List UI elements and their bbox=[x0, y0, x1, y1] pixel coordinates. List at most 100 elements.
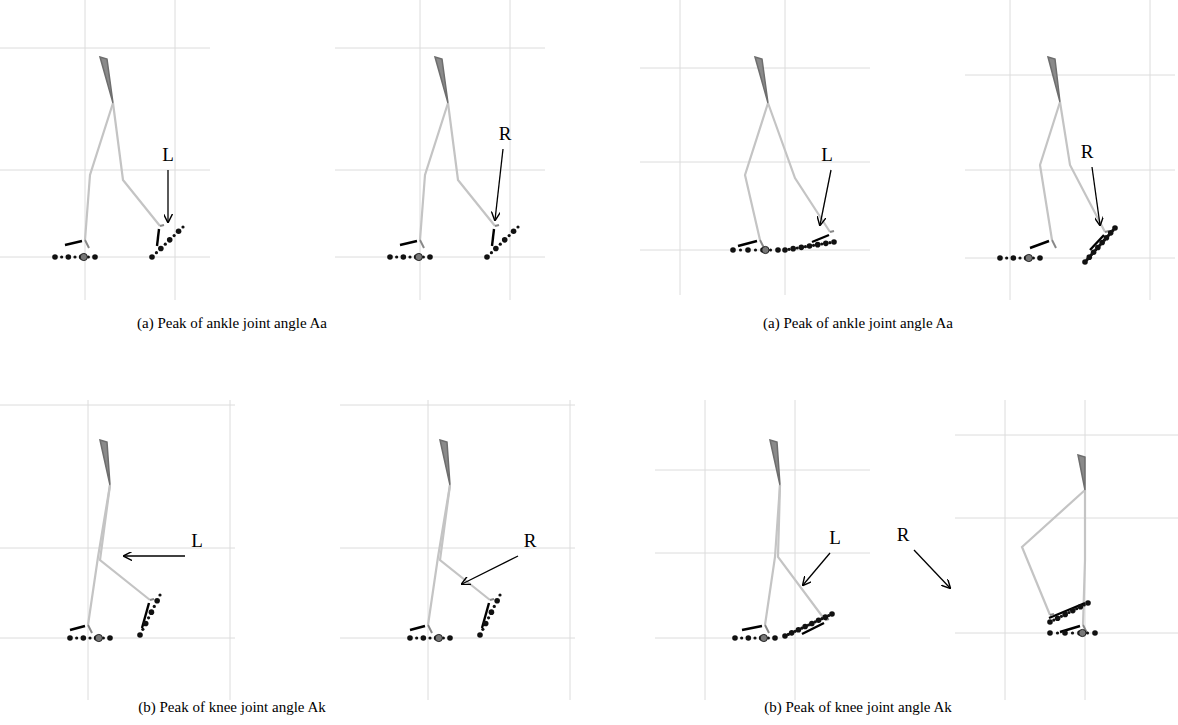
marker-dot bbox=[143, 621, 149, 627]
marker-dot bbox=[772, 635, 778, 641]
marker-dot bbox=[796, 246, 799, 249]
foot-segment bbox=[400, 241, 417, 245]
grid-line bbox=[335, 170, 545, 171]
trunk-segment bbox=[100, 57, 113, 103]
leg-segment bbox=[448, 103, 495, 226]
shank-end bbox=[765, 625, 769, 633]
marker-dot bbox=[732, 635, 738, 641]
shank-end bbox=[1050, 614, 1054, 615]
marker-dot bbox=[52, 254, 58, 260]
grid-line bbox=[955, 435, 1178, 436]
marker-dot bbox=[484, 254, 490, 260]
foot-segment bbox=[492, 229, 494, 246]
shank-end bbox=[420, 240, 424, 248]
leader-arrow bbox=[803, 553, 830, 585]
marker-dot bbox=[487, 616, 490, 619]
marker-dot bbox=[149, 254, 155, 260]
foot-segment bbox=[742, 626, 762, 630]
grid-line bbox=[955, 518, 1178, 519]
marker-dot bbox=[494, 598, 500, 604]
marker-dot bbox=[407, 635, 413, 641]
grid-line bbox=[335, 257, 545, 258]
side-label: L bbox=[829, 527, 841, 549]
leg-segment bbox=[778, 485, 825, 620]
trunk-segment bbox=[755, 57, 768, 103]
marker-dot bbox=[498, 593, 501, 596]
marker-dot bbox=[499, 243, 502, 246]
marker-dot bbox=[477, 632, 483, 638]
marker-dot bbox=[81, 635, 87, 641]
marker-dot bbox=[167, 237, 173, 243]
marker-dot bbox=[828, 241, 831, 244]
marker-dot bbox=[107, 635, 113, 641]
grid-line bbox=[705, 400, 706, 700]
marker-dot bbox=[421, 635, 427, 641]
gait-figure bbox=[640, 0, 870, 295]
marker-dot bbox=[516, 225, 519, 228]
marker-dot bbox=[164, 243, 167, 246]
grid-line bbox=[0, 405, 235, 406]
marker-dot bbox=[746, 635, 752, 641]
grid-line bbox=[655, 553, 870, 554]
marker-dot bbox=[1062, 612, 1068, 618]
marker-dot bbox=[147, 616, 150, 619]
gait-figure bbox=[965, 0, 1175, 300]
leg-segment bbox=[1040, 102, 1060, 240]
marker-dot bbox=[95, 634, 102, 641]
grid-line bbox=[0, 48, 210, 49]
marker-dot bbox=[730, 247, 736, 253]
marker-dot bbox=[481, 628, 484, 631]
marker-dot bbox=[489, 609, 495, 615]
marker-dot bbox=[502, 237, 508, 243]
grid-line bbox=[965, 170, 1175, 171]
shank-end bbox=[490, 599, 494, 600]
marker-dot bbox=[1018, 256, 1021, 259]
marker-dot bbox=[1047, 619, 1053, 625]
side-label: R bbox=[524, 530, 537, 552]
foot-segment bbox=[738, 241, 757, 246]
gait-figure bbox=[655, 400, 870, 700]
marker-dot bbox=[415, 253, 422, 260]
marker-dot bbox=[483, 621, 489, 627]
shank-end bbox=[150, 599, 154, 600]
marker-dot bbox=[73, 255, 76, 258]
marker-dot bbox=[428, 636, 431, 639]
marker-dot bbox=[401, 254, 407, 260]
marker-dot bbox=[447, 635, 453, 641]
marker-dot bbox=[66, 254, 72, 260]
marker-dot bbox=[1025, 254, 1032, 261]
foot-segment bbox=[1090, 235, 1104, 250]
side-label: L bbox=[162, 144, 174, 166]
shank-end bbox=[85, 240, 89, 248]
marker-dot bbox=[815, 242, 821, 248]
marker-dot bbox=[137, 632, 143, 638]
figure-caption: (a) Peak of ankle joint angle Aa bbox=[763, 315, 953, 332]
trunk-segment bbox=[1048, 57, 1060, 102]
marker-dot bbox=[67, 635, 73, 641]
marker-dot bbox=[997, 255, 1003, 261]
marker-dot bbox=[173, 234, 176, 237]
marker-dot bbox=[762, 246, 769, 253]
foot-segment bbox=[70, 626, 85, 630]
marker-dot bbox=[823, 241, 829, 247]
gait-figure bbox=[955, 400, 1178, 700]
grid-line bbox=[655, 470, 870, 471]
foot-segment bbox=[142, 603, 149, 628]
grid-line bbox=[230, 400, 231, 700]
leader-arrow bbox=[1092, 167, 1100, 225]
leg-segment bbox=[768, 103, 830, 232]
marker-dot bbox=[1078, 604, 1084, 610]
marker-dot bbox=[831, 239, 837, 245]
grid-line bbox=[88, 400, 89, 700]
marker-dot bbox=[1005, 256, 1008, 259]
figure-caption: (b) Peak of knee joint angle Ak bbox=[138, 699, 325, 716]
marker-dot bbox=[153, 605, 156, 608]
grid-line bbox=[1010, 0, 1011, 300]
leader-arrow bbox=[124, 555, 185, 556]
marker-dot bbox=[60, 255, 63, 258]
marker-dot bbox=[754, 248, 757, 251]
marker-dot bbox=[1062, 630, 1068, 636]
grid-line bbox=[0, 170, 210, 171]
foot-segment bbox=[157, 229, 159, 246]
figure-caption: (a) Peak of ankle joint angle Aa bbox=[137, 315, 327, 332]
